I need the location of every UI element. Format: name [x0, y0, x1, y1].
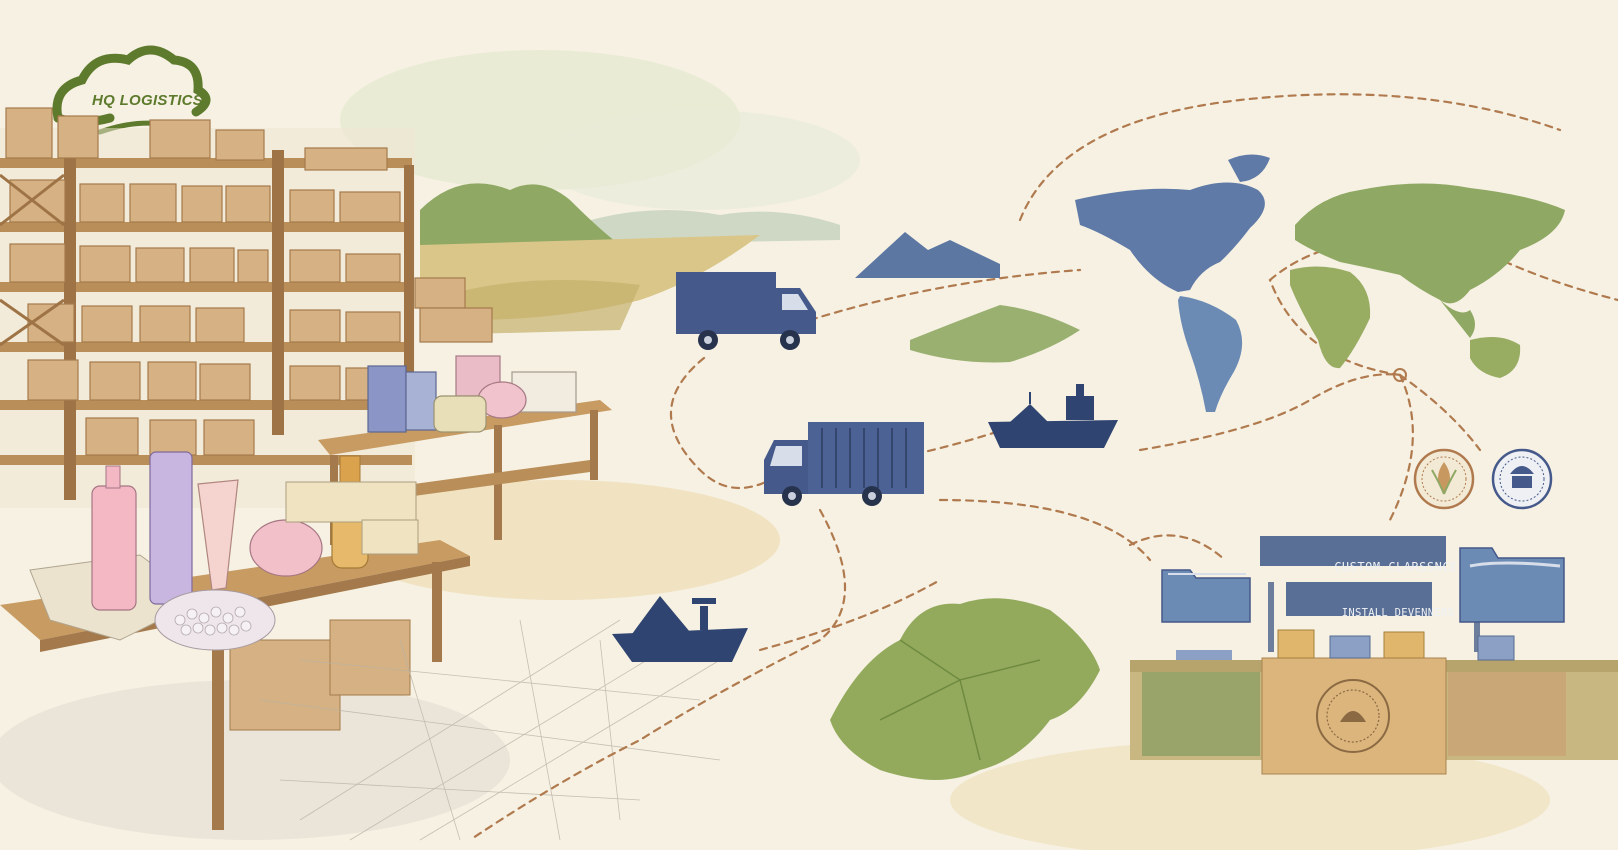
mountain-shape: [855, 232, 1000, 278]
customs-sign-subtitle: INSTALL DEVENNERS: [1341, 607, 1455, 619]
customs-office: [1130, 536, 1618, 775]
world-map-icon: [1075, 154, 1565, 412]
delivery-truck-icon: [676, 272, 816, 350]
route-hub-marker: [1393, 368, 1407, 382]
container-truck-icon: [764, 422, 924, 506]
landscape: [420, 183, 840, 335]
front-table: [0, 451, 470, 830]
land-patch: [910, 305, 1080, 363]
cargo-ship-icon: [988, 384, 1118, 448]
customs-sign: [1260, 536, 1446, 566]
customs-seal-icon: [1413, 448, 1475, 510]
customs-subsign: [1286, 582, 1432, 616]
folder-icon: [1161, 569, 1251, 623]
floor-sketch: [259, 619, 721, 841]
shipping-routes: [468, 93, 1618, 842]
brand-name: HQ LOGISTICS: [92, 92, 204, 109]
back-table: [318, 355, 612, 545]
cargo-ship-icon: [612, 596, 748, 662]
customs-sign-title: CUSTOM CLARSSNCE: [1334, 560, 1458, 574]
region-map: [830, 598, 1100, 780]
folder-icon: [1459, 547, 1565, 623]
customs-seal-icon: [1491, 448, 1553, 510]
